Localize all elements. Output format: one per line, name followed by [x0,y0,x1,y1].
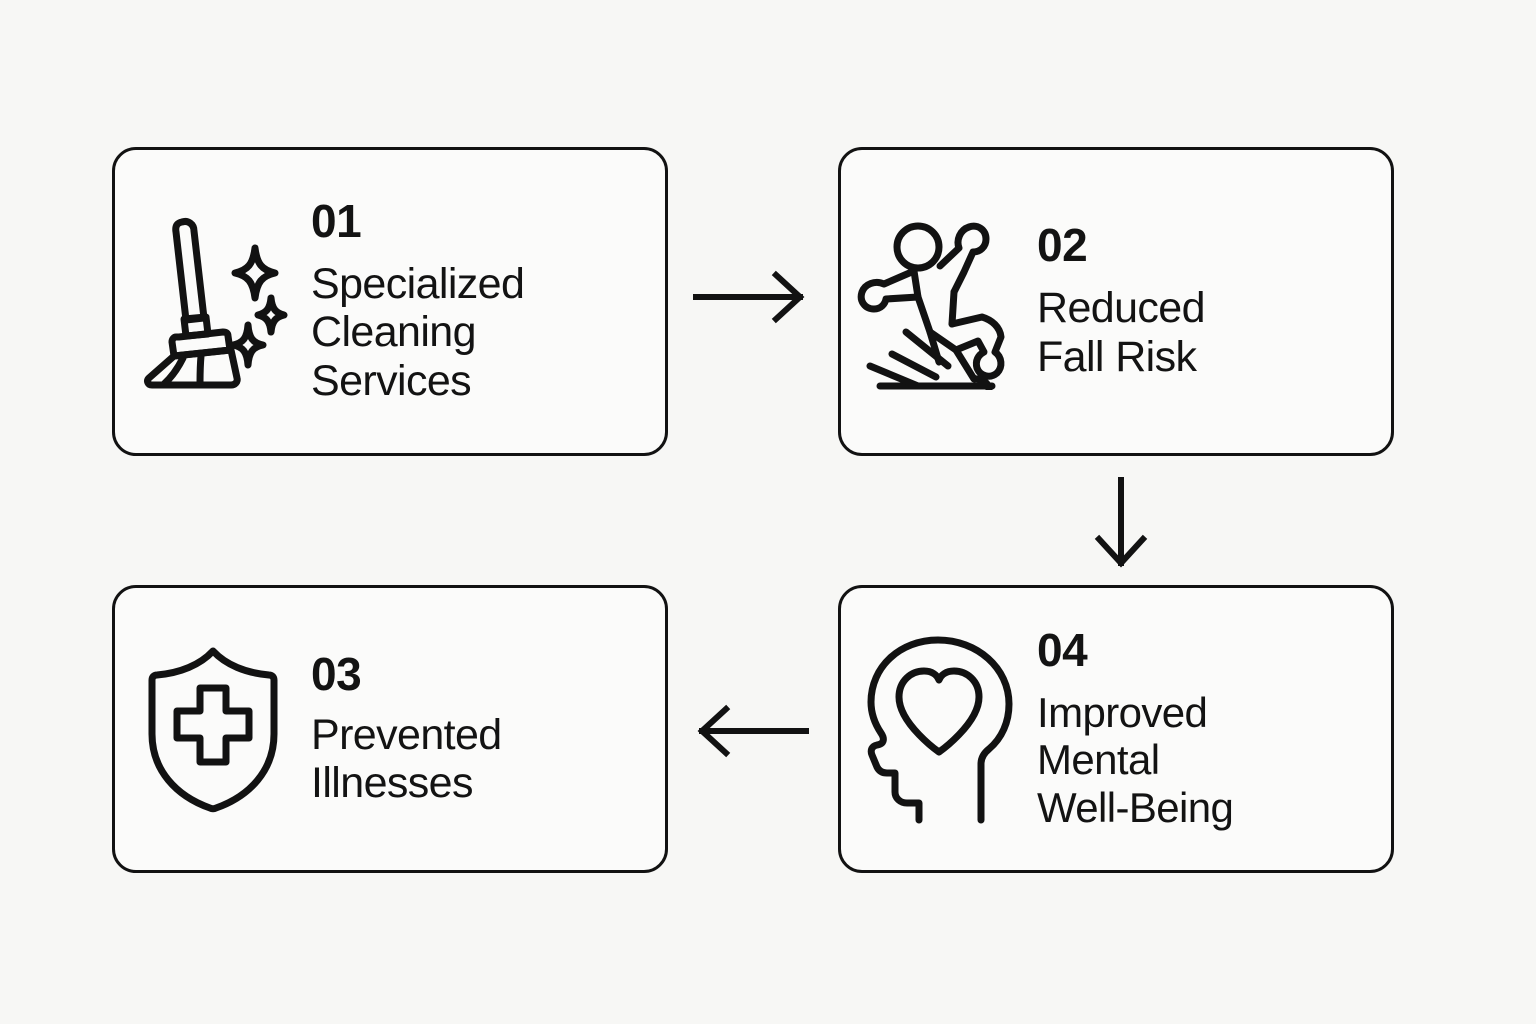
head-heart-icon [841,634,1037,824]
step-number: 01 [311,195,362,248]
arrow-right-icon [690,268,810,326]
shield-medical-cross-icon [115,644,311,814]
step-title: Improved Mental Well-Being [1037,689,1234,831]
card-01-text: 01 Specialized Cleaning Services [311,198,665,404]
card-03-text: 03 Prevented Illnesses [311,651,665,807]
step-number: 03 [311,647,362,700]
card-04-text: 04 Improved Mental Well-Being [1037,627,1391,830]
process-step-card-04[interactable]: 04 Improved Mental Well-Being [838,585,1394,873]
process-step-card-02[interactable]: 02 Reduced Fall Risk [838,147,1394,456]
step-title: Reduced Fall Risk [1037,284,1206,381]
card-02-text: 02 Reduced Fall Risk [1037,222,1391,380]
broom-sparkle-icon [115,212,311,392]
step-title: Specialized Cleaning Services [311,260,525,405]
process-step-card-03[interactable]: 03 Prevented Illnesses [112,585,668,873]
step-title: Prevented Illnesses [311,710,502,807]
step-number: 02 [1037,219,1088,272]
arrow-down-icon [1092,475,1150,569]
process-step-card-01[interactable]: 01 Specialized Cleaning Services [112,147,668,456]
person-slipping-fall-icon [841,214,1037,390]
step-number: 04 [1037,624,1088,677]
arrow-left-icon [692,702,812,760]
